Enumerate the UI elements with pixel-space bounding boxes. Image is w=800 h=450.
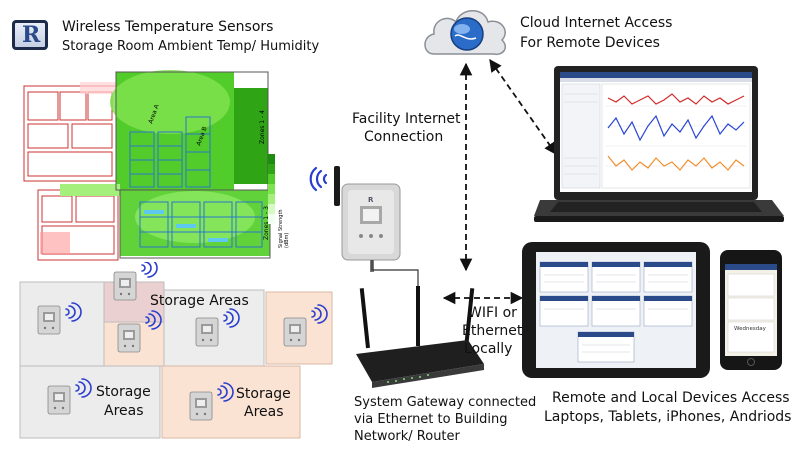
facility-label-line2: Connection — [364, 129, 444, 145]
devices-label-line2: Laptops, Tablets, iPhones, Andriods — [544, 409, 792, 425]
network-router — [356, 286, 484, 388]
page-subtitle: Storage Room Ambient Temp/ Humidity — [62, 39, 320, 54]
signal-legend: Signal Strength (dBm) — [268, 154, 290, 248]
cloud-label-line1: Cloud Internet Access — [520, 15, 673, 31]
storage-label-bottom-right-1: Storage — [236, 386, 291, 402]
storage-areas-diagram — [19, 262, 333, 439]
wifi-signal-icon — [309, 166, 328, 192]
gateway-label-line2: via Ethernet to Building — [354, 412, 508, 427]
laptop-chart-red — [607, 93, 745, 105]
storage-label-top: Storage Areas — [150, 293, 249, 309]
gateway-label-line1: System Gateway connected — [354, 395, 537, 410]
laptop-chart-blue — [607, 114, 745, 142]
storage-area-bottom-left — [19, 365, 161, 439]
page-title: Wireless Temperature Sensors — [62, 19, 274, 35]
tablet-widget — [539, 261, 693, 363]
storage-area-top-left — [19, 281, 121, 367]
floor-plan-heatmap: Zones 1 - 4 Zones 1 - 3 Area A Area B Si… — [20, 62, 300, 267]
company-logo: R — [12, 20, 48, 50]
phone-app-title: Wednesday — [734, 326, 767, 332]
facility-label-line1: Facility Internet — [352, 111, 461, 127]
zone-label-b: Zones 1 - 3 — [263, 206, 270, 240]
system-gateway-device: R — [334, 166, 401, 272]
arrow-cloud-to-laptop — [489, 58, 557, 156]
storage-label-bottom-right-2: Areas — [244, 404, 284, 420]
cloud-label-line2: For Remote Devices — [520, 35, 660, 51]
storage-racks — [129, 116, 263, 248]
cloud-icon — [424, 10, 506, 56]
wifi-label-line2: Ethernet — [462, 323, 523, 339]
storage-label-bottom-left-2: Areas — [104, 403, 144, 419]
laptop-chart-orange — [607, 155, 745, 171]
smartphone-device: Wednesday — [720, 250, 782, 370]
zone-label-a: Zones 1 - 4 — [259, 110, 266, 144]
wifi-label-line3: Locally — [464, 341, 513, 357]
tablet-device — [522, 242, 710, 378]
storage-label-bottom-left-1: Storage — [96, 384, 151, 400]
legend-label: Signal Strength — [278, 209, 284, 248]
wifi-label-line1: WIFI or — [468, 305, 517, 321]
logo-letter: R — [22, 22, 41, 48]
devices-label-line1: Remote and Local Devices Access — [552, 390, 790, 406]
gateway-label-line3: Network/ Router — [354, 429, 460, 444]
legend-sub: (dBm) — [284, 233, 290, 248]
laptop-device — [534, 66, 784, 222]
svg-text:R: R — [368, 196, 374, 204]
storage-area-bottom-right — [161, 365, 301, 439]
